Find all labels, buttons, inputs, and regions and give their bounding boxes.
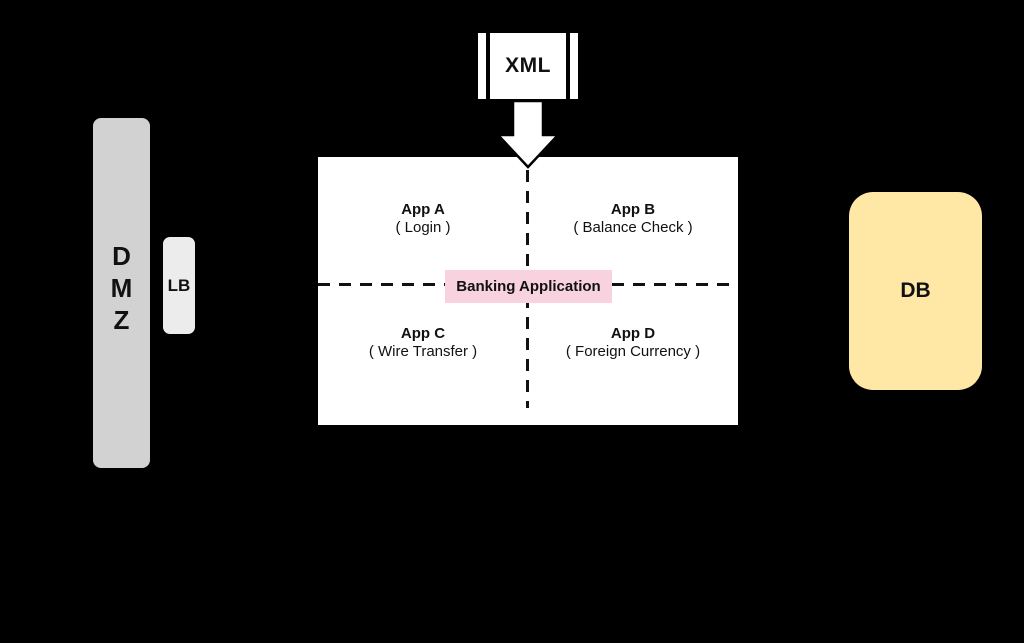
app-a-subtitle: ( Login ): [395, 219, 451, 236]
xml-node: XML: [478, 33, 578, 99]
app-a-name: App A: [401, 201, 445, 218]
app-c-name: App C: [400, 325, 446, 342]
banking-application-label: Banking Application: [445, 270, 612, 303]
app-d-name: App D: [610, 325, 656, 342]
xml-label: XML: [490, 33, 566, 99]
app-b-name: App B: [610, 201, 656, 218]
app-d-subtitle: ( Foreign Currency ): [565, 343, 701, 360]
dmz-node: D M Z: [93, 118, 150, 468]
app-b-subtitle: ( Balance Check ): [573, 219, 693, 236]
quadrant-app-b: App B ( Balance Check ): [528, 201, 738, 237]
dmz-label: D M Z: [111, 240, 133, 336]
app-c-subtitle: ( Wire Transfer ): [368, 343, 478, 360]
banking-application-panel: App A ( Login ) App B ( Balance Check ) …: [318, 157, 738, 425]
down-arrow-icon: [495, 99, 561, 169]
lb-label: LB: [167, 275, 191, 295]
quadrant-app-d: App D ( Foreign Currency ): [528, 325, 738, 361]
dmz-letter-d: D: [112, 241, 131, 271]
load-balancer-node: LB: [163, 237, 195, 334]
xml-right-stripe: [570, 33, 578, 99]
db-label: DB: [900, 279, 931, 302]
quadrant-app-c: App C ( Wire Transfer ): [318, 325, 528, 361]
database-node: DB: [849, 192, 982, 390]
dmz-letter-z: Z: [113, 305, 130, 335]
xml-left-stripe: [478, 33, 486, 99]
quadrant-app-a: App A ( Login ): [318, 201, 528, 237]
dmz-letter-m: M: [110, 273, 133, 303]
